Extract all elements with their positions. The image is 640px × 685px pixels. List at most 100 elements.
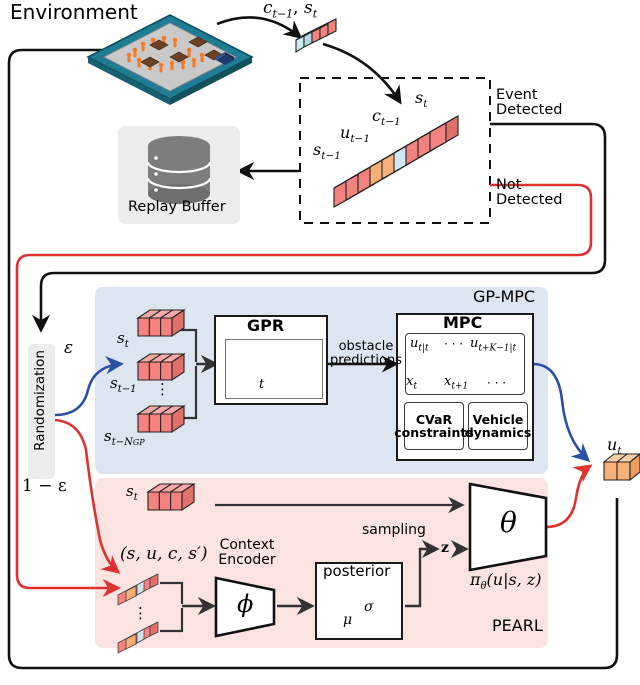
incoming-c-symbol: c xyxy=(263,0,273,18)
mpc-u-first-sub: t|t xyxy=(418,343,429,354)
mpc-x-second-sub: t+1 xyxy=(451,381,469,392)
mpc-x-first-sub: t xyxy=(413,381,417,392)
incoming-transition-cube xyxy=(295,18,337,53)
vehicle-line1: Vehicle xyxy=(472,411,524,427)
pearl-context-dots: ⋮ xyxy=(133,604,148,622)
obstacle-predictions-line1: obstacle xyxy=(338,339,394,354)
mpc-u-last-sub: t+K−1|t xyxy=(478,343,517,354)
policy-pi: π xyxy=(470,570,481,589)
s-cur-sub: t xyxy=(423,98,428,111)
environment-label: Environment xyxy=(10,0,138,24)
gpmpc-state-cube-stacks xyxy=(136,308,186,434)
posterior-sigma-label: σ xyxy=(364,599,374,615)
u-prev-base: u xyxy=(340,123,351,142)
incoming-s-symbol: s xyxy=(303,0,313,18)
policy-distribution-label: πθ(u|s, z) xyxy=(470,570,542,593)
randomization-card xyxy=(28,344,55,479)
environment-arena-icon xyxy=(86,14,254,105)
policy-theta-sub: θ xyxy=(480,581,487,593)
gpr-box xyxy=(214,315,328,405)
gpmpc-s0-base: s xyxy=(117,329,125,347)
gpmpc-stack-dots: ⋮ xyxy=(155,380,170,398)
vehicle-dynamics-box xyxy=(468,402,528,450)
context-encoder-line1: Context xyxy=(219,537,275,553)
posterior-title: posterior xyxy=(323,562,391,580)
posterior-mu-label: μ xyxy=(343,612,353,628)
pearl-s-base: s xyxy=(126,482,134,500)
vehicle-dynamics-label: Vehicle dynamics xyxy=(465,402,532,450)
c-prev-base: c xyxy=(372,106,381,125)
transition-to-detector-arrow xyxy=(322,42,402,105)
latent-z-label: z xyxy=(441,540,449,556)
not-detected-line2: Detected xyxy=(496,192,563,209)
detector-s-cur-label: st xyxy=(415,88,428,111)
state-stack-bracket-bottom xyxy=(174,366,198,420)
s-prev-base: s xyxy=(313,140,322,159)
gpr-inner-plot-frame xyxy=(225,339,323,399)
mpc-u-last-base: u xyxy=(470,336,479,351)
cvar-constraints-box xyxy=(404,402,464,450)
mpc-u-first-label: ut|t xyxy=(410,337,429,354)
gpmpc-s1-base: s xyxy=(110,374,118,392)
gpmpc-state-label-0: st xyxy=(117,329,129,351)
cvar-line2: constraints xyxy=(394,425,474,440)
encoder-phi-symbol: ϕ xyxy=(237,590,254,618)
mpc-to-output-blue-arrow xyxy=(532,362,591,462)
pearl-panel-label: PEARL xyxy=(492,616,543,635)
detector-u-prev-label: ut−1 xyxy=(340,123,371,146)
u-prev-sub: t−1 xyxy=(350,133,371,146)
gpmpc-s2-sub-text: t−N xyxy=(111,437,133,448)
cvar-line1: CVaR xyxy=(415,411,453,427)
context-encoder-line2: Encoder xyxy=(218,551,276,568)
gpmpc-state-label-2: st−NGP xyxy=(104,427,145,449)
mpc-x-first-base: x xyxy=(406,374,414,389)
context-tuple-label: (s, u, c, s′) xyxy=(120,544,208,564)
gpmpc-s2-base: s xyxy=(104,427,112,445)
event-detected-line1: Event xyxy=(496,87,538,103)
mpc-x-first-label: xt xyxy=(406,375,417,392)
mpc-x-second-base: x xyxy=(444,374,452,389)
output-u-sub: t xyxy=(617,446,622,458)
database-cylinder-icon xyxy=(146,136,212,204)
replay-buffer-label: Replay Buffer xyxy=(128,199,226,215)
incoming-transition-label: ct−1, st xyxy=(263,0,317,20)
pearl-state-cube xyxy=(146,482,196,512)
detector-c-prev-label: ct−1 xyxy=(372,106,401,129)
output-u-base: u xyxy=(607,435,618,454)
context-encoder-label: Context Encoder xyxy=(210,538,284,567)
obstacle-predictions-line2: predictions xyxy=(330,352,402,368)
c-prev-sub: t−1 xyxy=(380,116,401,129)
context-bracket-bottom xyxy=(160,608,184,633)
obstacle-predictions-label: obstacle predictions xyxy=(330,340,402,367)
mpc-u-first-base: u xyxy=(410,336,419,351)
not-detected-label: Not Detected xyxy=(496,177,563,209)
gpmpc-s1-sub: t−1 xyxy=(117,384,137,395)
mpc-timeline-subbox xyxy=(405,333,525,395)
policy-theta-symbol: θ xyxy=(500,506,517,539)
mpc-x-ellipsis: · · · xyxy=(487,376,507,390)
one-minus-epsilon-label: 1 − ε xyxy=(22,476,67,496)
cvar-constraints-label: CVaR constraints xyxy=(394,402,474,450)
sampling-label: sampling xyxy=(362,522,426,538)
pearl-s-sub: t xyxy=(133,492,138,503)
policy-args: (u|s, z) xyxy=(486,570,542,589)
context-bracket-top xyxy=(160,581,184,604)
gpmpc-s2-subsub: GP xyxy=(132,438,145,447)
state-stack-bracket-top xyxy=(174,328,198,362)
vehicle-line2: dynamics xyxy=(464,425,532,440)
output-action-label: ut xyxy=(607,435,622,458)
policy-to-output-red-arrow xyxy=(545,464,593,529)
event-detected-line2: Detected xyxy=(496,102,563,119)
gpmpc-s0-sub: t xyxy=(124,339,129,350)
event-detected-label: Event Detected xyxy=(496,87,563,119)
epsilon-label: ε xyxy=(64,338,74,358)
gpmpc-panel-label: GP-MPC xyxy=(473,287,536,306)
mpc-x-second-label: xt+1 xyxy=(444,375,468,392)
posterior-box xyxy=(315,562,403,640)
mpc-title: MPC xyxy=(443,313,483,332)
gpr-time-marker-label: t xyxy=(259,377,265,392)
s-cur-base: s xyxy=(415,88,424,107)
detector-s-prev-label: st−1 xyxy=(313,140,341,162)
mpc-u-last-label: ut+K−1|t xyxy=(470,337,516,354)
